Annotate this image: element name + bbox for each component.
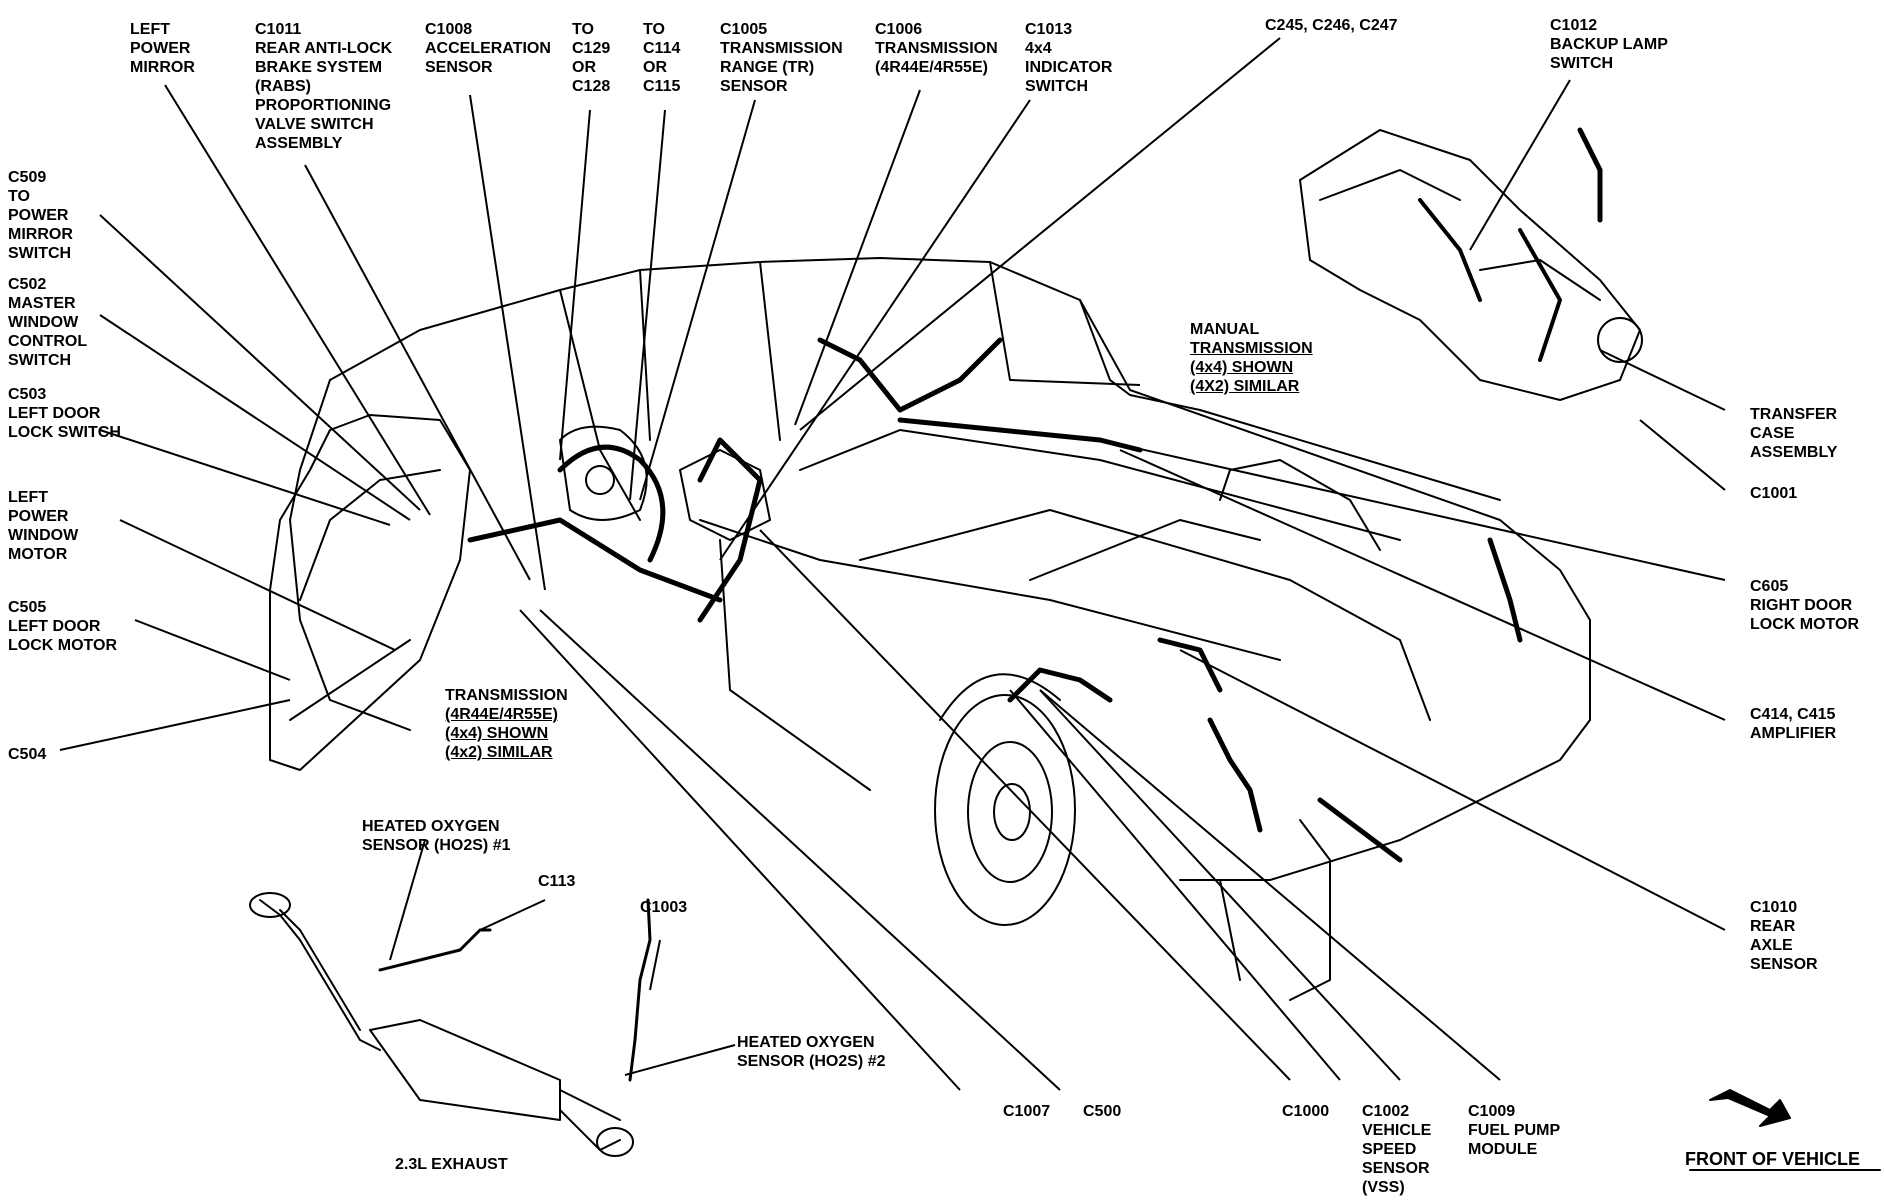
truck-body xyxy=(289,257,1591,1001)
transfer-case-drawing xyxy=(1299,127,1643,401)
label-transmission-auto: TRANSMISSION(4R44E/4R55E)(4x4) SHOWN(4x2… xyxy=(445,687,568,761)
rear-wheel xyxy=(934,673,1076,926)
front-of-vehicle-arrow xyxy=(1689,1089,1881,1171)
label-front-of-vehicle: FRONT OF VEHICLE xyxy=(1685,1149,1860,1169)
label-c1000: C1000 xyxy=(1282,1103,1330,1120)
label-c245-c246-c247: C245, C246, C247 xyxy=(1265,17,1398,34)
label-c500: C500 xyxy=(1083,1103,1122,1120)
leader-lines xyxy=(59,37,1726,1091)
wiring-harness xyxy=(467,337,1523,863)
label-c1007: C1007 xyxy=(1003,1103,1051,1120)
left-door xyxy=(269,414,471,771)
exhaust-drawing xyxy=(249,892,652,1157)
label-c113: C113 xyxy=(538,873,576,890)
label-c1001: C1001 xyxy=(1750,485,1798,502)
label-c504: C504 xyxy=(8,746,47,763)
label-c1003: C1003 xyxy=(640,899,688,916)
label-exhaust: 2.3L EXHAUST xyxy=(395,1156,508,1173)
transmission-assembly xyxy=(559,425,771,541)
